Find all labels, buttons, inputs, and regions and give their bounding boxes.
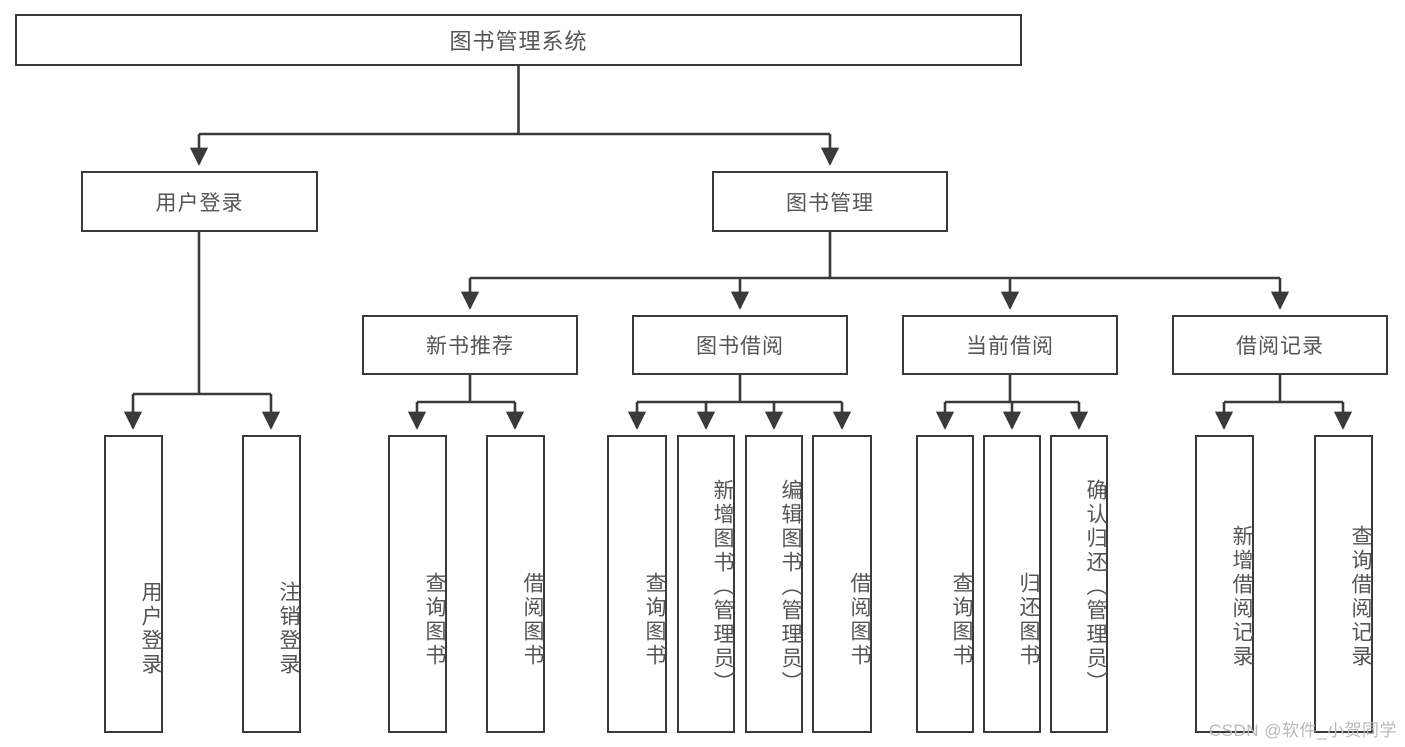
leaf-add-book-admin[interactable]: 新增图书（管理员）: [677, 435, 735, 733]
node-book-management[interactable]: 图书管理: [712, 171, 948, 232]
leaf-query-book-recommend[interactable]: 查询图书: [388, 435, 447, 733]
watermark-text: CSDN @软件_小贺同学: [1208, 721, 1397, 740]
leaf-edit-book-admin[interactable]: 编辑图书（管理员）: [745, 435, 803, 733]
leaf-user-login[interactable]: 用户登录: [104, 435, 163, 733]
leaf-return-book[interactable]: 归还图书: [983, 435, 1041, 733]
node-new-book-recommend[interactable]: 新书推荐: [362, 315, 578, 375]
leaf-query-book[interactable]: 查询图书: [607, 435, 667, 733]
leaf-confirm-return-admin[interactable]: 确认归还（管理员）: [1050, 435, 1108, 733]
leaf-add-borrow-record[interactable]: 新增借阅记录: [1195, 435, 1254, 733]
leaf-query-borrow-record[interactable]: 查询借阅记录: [1314, 435, 1373, 733]
leaf-user-logout[interactable]: 注销登录: [242, 435, 301, 733]
leaf-borrow-book-recommend[interactable]: 借阅图书: [486, 435, 545, 733]
node-current-borrow[interactable]: 当前借阅: [902, 315, 1118, 375]
node-user-login[interactable]: 用户登录: [81, 171, 318, 232]
node-borrow-record[interactable]: 借阅记录: [1172, 315, 1388, 375]
leaf-borrow-book[interactable]: 借阅图书: [812, 435, 872, 733]
leaf-query-book-current[interactable]: 查询图书: [916, 435, 974, 733]
node-book-borrow[interactable]: 图书借阅: [632, 315, 848, 375]
node-root-system[interactable]: 图书管理系统: [15, 14, 1022, 66]
